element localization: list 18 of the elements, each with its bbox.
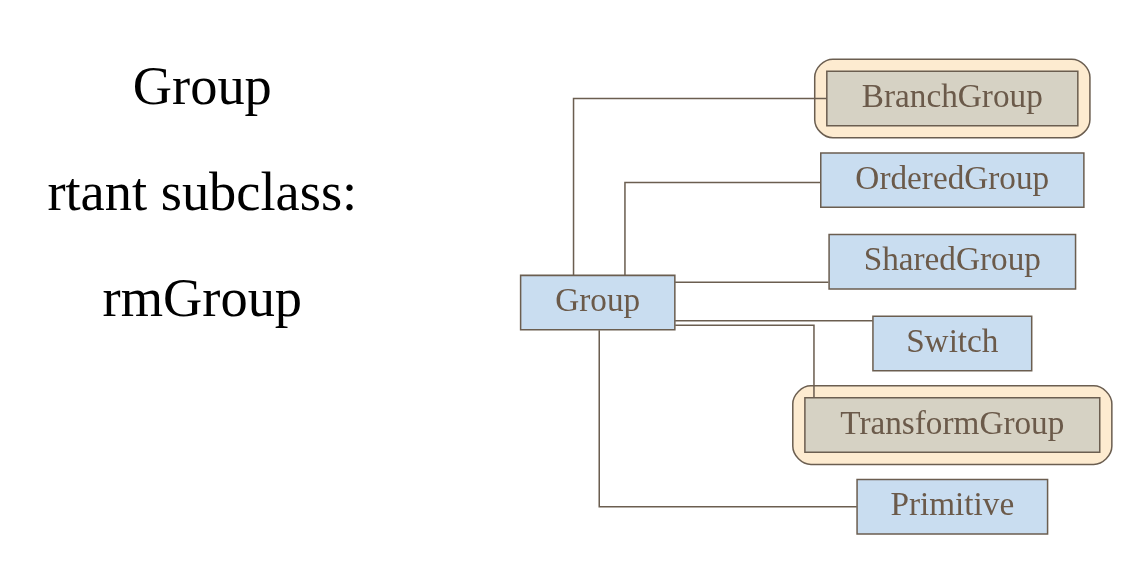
connector: [624, 181, 822, 277]
connector: [674, 320, 874, 322]
connector: [674, 324, 815, 399]
node-box: Switch: [872, 315, 1033, 372]
node-box: Primitive: [856, 478, 1049, 535]
label: rmGroup: [102, 266, 303, 328]
connector: [598, 329, 858, 508]
connector: [674, 281, 830, 283]
cluster: [792, 385, 1113, 466]
node-box: BranchGroup: [826, 70, 1079, 127]
node-box: SharedGroup: [828, 233, 1077, 290]
connector: [572, 97, 828, 276]
label: Group: [132, 55, 272, 117]
node-box: OrderedGroup: [820, 152, 1085, 209]
node-box: TransformGroup: [804, 397, 1101, 454]
node-box: Group: [519, 274, 676, 331]
label: rtant subclass:: [47, 161, 358, 223]
cluster: [813, 58, 1091, 139]
